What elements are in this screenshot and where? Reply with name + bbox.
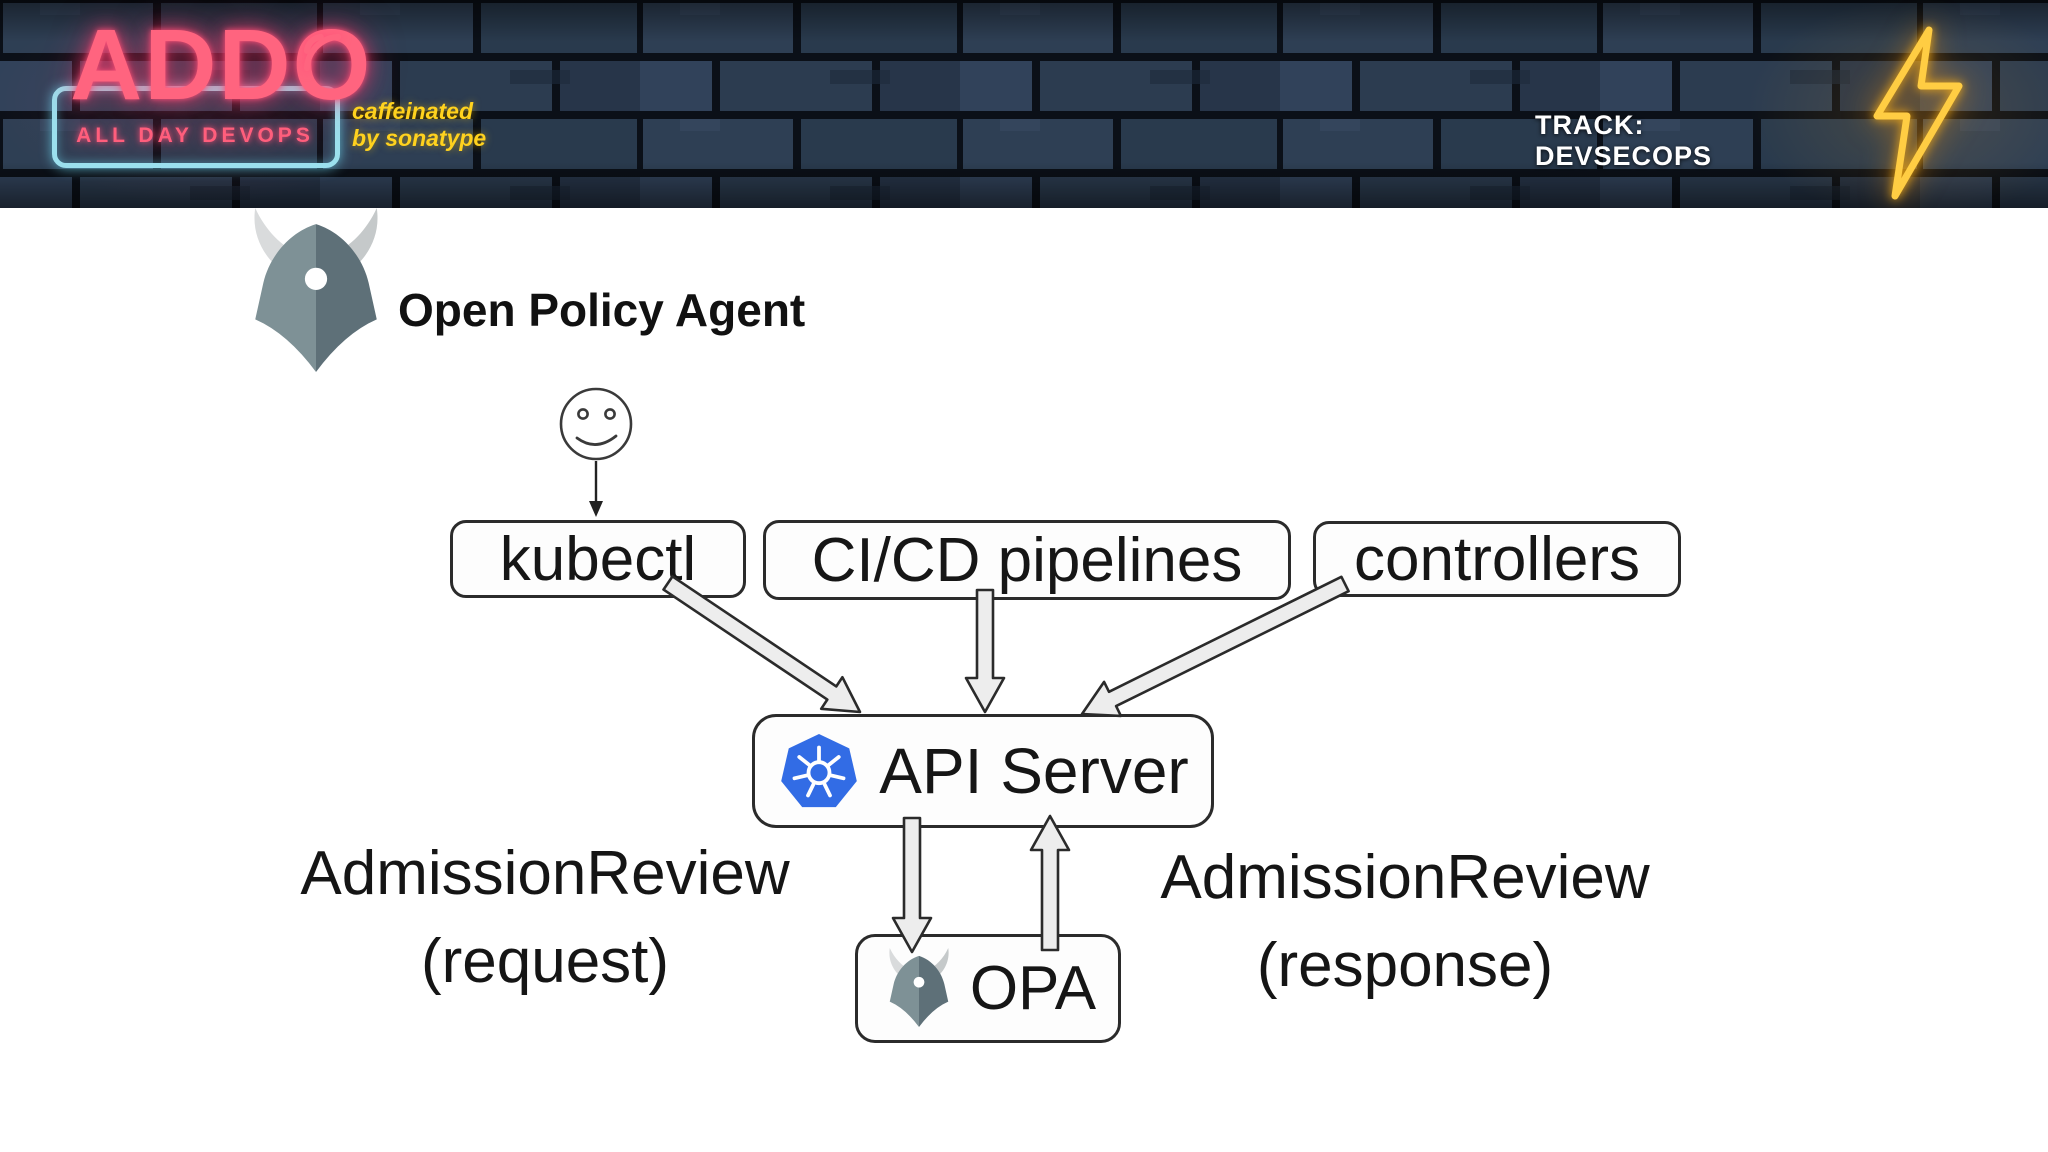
track-label: TRACK: DEVSECOPS xyxy=(1535,110,1713,171)
lightning-bolt-icon xyxy=(1873,26,1963,200)
response-line1: AdmissionReview xyxy=(1160,843,1650,912)
node-opa: OPA xyxy=(855,934,1121,1043)
tagline-line1: caffeinated xyxy=(352,98,474,124)
addo-subtitle: ALL DAY DEVOPS xyxy=(76,124,314,147)
request-line1: AdmissionReview xyxy=(300,839,790,908)
node-cicd-pipelines: CI/CD pipelines xyxy=(763,520,1291,600)
node-kubectl: kubectl xyxy=(450,520,746,598)
node-controllers-label: controllers xyxy=(1354,524,1640,594)
kubernetes-logo-icon xyxy=(781,734,858,808)
addo-title: ADDO xyxy=(70,9,373,121)
request-line2: (request) xyxy=(420,927,670,996)
header-banner: ADDO ALL DAY DEVOPS caffeinated by sonat… xyxy=(0,0,2048,208)
node-controllers: controllers xyxy=(1313,521,1681,597)
page-title: Open Policy Agent xyxy=(398,284,806,336)
opa-helmet-icon xyxy=(235,203,397,383)
wall-shade-overlay xyxy=(0,0,2048,208)
opa-helmet-icon-small xyxy=(880,946,958,1032)
node-kubectl-label: kubectl xyxy=(499,524,697,594)
arrow-user-to-kubectl xyxy=(589,461,603,517)
admission-review-response-label: AdmissionReview (response) xyxy=(1095,834,1715,1010)
node-opa-label: OPA xyxy=(969,954,1097,1023)
admission-review-request-label: AdmissionReview (request) xyxy=(235,830,855,1006)
addo-neon-frame xyxy=(52,86,340,168)
tagline-line2: by sonatype xyxy=(352,125,487,151)
arrow-opa-to-api-response xyxy=(1029,814,1071,952)
user-smiley-icon xyxy=(559,387,633,461)
signal-arcs-icon xyxy=(303,33,342,72)
arrow-cicd-to-api xyxy=(964,588,1006,714)
node-api-server: API Server xyxy=(752,714,1214,828)
response-line2: (response) xyxy=(1256,931,1554,1000)
sponsor-tagline: caffeinated by sonatype xyxy=(352,98,486,152)
arrow-api-to-opa-request xyxy=(891,816,933,954)
node-api-server-label: API Server xyxy=(879,735,1189,807)
node-cicd-label: CI/CD pipelines xyxy=(811,525,1243,595)
